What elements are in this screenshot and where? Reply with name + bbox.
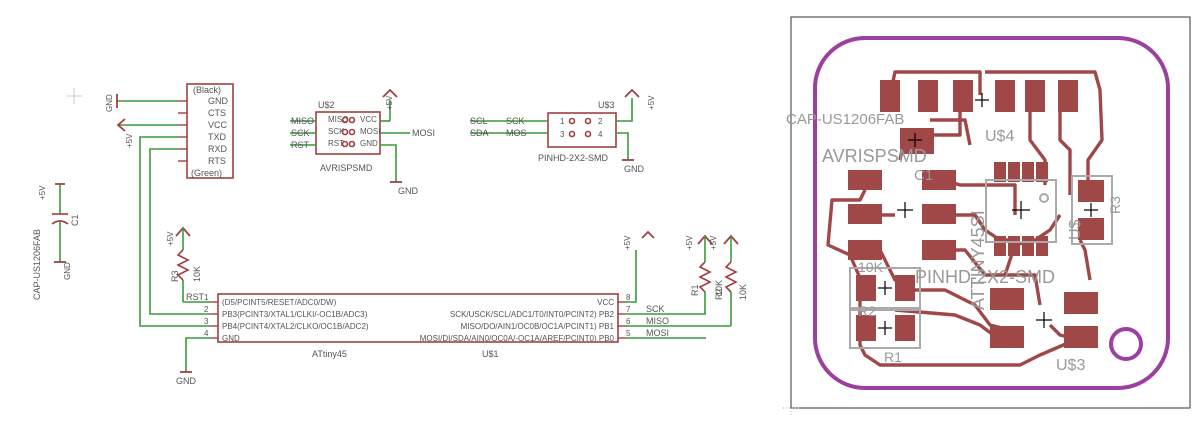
cap-name: C1 xyxy=(70,214,80,226)
svg-text:4: 4 xyxy=(204,329,209,338)
svg-text:SCK: SCK xyxy=(646,304,665,314)
svg-text:2: 2 xyxy=(204,305,209,314)
attiny-chip: 1 2 3 4 8 7 6 5 (D5/PCINT5/RESET/ADC0/DW… xyxy=(176,230,706,386)
attiny-name: U$1 xyxy=(482,349,499,359)
r2-name: R2 xyxy=(714,288,724,300)
pinhd-name: U$3 xyxy=(598,100,615,110)
ftdi-pin-txd: TXD xyxy=(208,132,227,142)
svg-text:+5V: +5V xyxy=(685,235,694,250)
svg-text:+5V: +5V xyxy=(125,133,134,148)
svg-text:+5V: +5V xyxy=(647,95,656,110)
svg-text:MISO: MISO xyxy=(328,115,348,124)
svg-text:4: 4 xyxy=(598,130,603,139)
svg-text:(D5/PCINT5/RESET/ADC0/DW): (D5/PCINT5/RESET/ADC0/DW) xyxy=(222,298,337,307)
svg-text:MISO: MISO xyxy=(291,116,314,126)
resistor-r1: +5V R1 10K xyxy=(685,234,724,314)
ftdi-pin-gnd: GND xyxy=(208,96,229,106)
svg-text:+5V: +5V xyxy=(38,185,47,200)
svg-text:3: 3 xyxy=(560,130,565,139)
board-label-cap: CAP-US1206FAB xyxy=(786,111,904,128)
avrisp-name: U$2 xyxy=(318,100,335,110)
pinhd-label: PINHD-2X2-SMD xyxy=(538,153,609,163)
ftdi-wires: GND +5V xyxy=(105,94,210,327)
svg-text:8: 8 xyxy=(626,293,631,302)
board-label-r2-val: 10K xyxy=(858,259,884,275)
avrisp-header: U$2 MISO SCK RST VCC MOSI GND AVRISPSMD … xyxy=(290,88,435,196)
svg-text:MOS: MOS xyxy=(506,128,527,138)
ftdi-pin-rxd: RXD xyxy=(208,144,228,154)
board-label-r1: R1 xyxy=(884,349,902,365)
svg-text:VCC: VCC xyxy=(360,115,377,124)
board-label-usn: U$ xyxy=(1067,219,1084,240)
r3-value: 10K xyxy=(192,266,202,282)
ftdi-pin-rts: RTS xyxy=(208,156,226,166)
ftdi-pin-cts: CTS xyxy=(208,108,226,118)
svg-text:SCK: SCK xyxy=(291,128,310,138)
ftdi-top-label: (Black) xyxy=(193,85,221,95)
svg-text:RST: RST xyxy=(291,140,310,150)
svg-text:GND: GND xyxy=(624,164,645,174)
svg-text:2: 2 xyxy=(598,117,603,126)
svg-text:MOSI: MOSI xyxy=(412,128,435,138)
resistor-r2: +5V R2 10K xyxy=(706,234,748,327)
pcb-board: CAP-US1206FAB U$4 AVRISPSMD C1 ATTINY45S… xyxy=(783,16,1191,416)
svg-text:MOSI/DI/SDA/AIN0/OC0A/-OC1A/AR: MOSI/DI/SDA/AIN0/OC0A/-OC1A/AREF/PCINT0)… xyxy=(420,334,615,343)
svg-text:MOSI: MOSI xyxy=(360,127,380,136)
svg-text:+5V: +5V xyxy=(709,235,718,250)
board-label-attiny: ATTINY45SI xyxy=(968,210,988,310)
svg-text:VCC: VCC xyxy=(597,298,614,307)
board-label-avrisp: AVRISPSMD xyxy=(822,146,927,166)
resistor-r3: +5V R3 10K RST xyxy=(166,226,210,303)
svg-text:3: 3 xyxy=(204,317,209,326)
svg-text:GND: GND xyxy=(105,94,114,112)
ftdi-header: (Black) (Green) GND CTS VCC TXD RXD RTS xyxy=(178,83,234,179)
attiny-label: ATtiny45 xyxy=(312,349,347,359)
svg-text:+5V: +5V xyxy=(166,231,175,246)
svg-text:RST: RST xyxy=(328,139,344,148)
board-label-r2: R2 xyxy=(858,303,876,319)
ftdi-pin-vcc: VCC xyxy=(208,120,228,130)
svg-text:1: 1 xyxy=(560,117,565,126)
svg-text:MOSI: MOSI xyxy=(646,328,669,338)
svg-text:SCK: SCK xyxy=(506,116,525,126)
svg-text:SCK: SCK xyxy=(328,127,345,136)
cap-value: CAP-US1206FAB xyxy=(32,229,42,300)
svg-text:GND: GND xyxy=(360,139,378,148)
svg-text:GND: GND xyxy=(222,334,240,343)
capacitor-c1: +5V CAP-US1206FAB C1 GND xyxy=(32,183,80,300)
board-label-pinhd: PINHD-2X2-SMD xyxy=(915,267,1055,287)
svg-text:1: 1 xyxy=(204,293,209,302)
svg-text:GND: GND xyxy=(63,262,72,280)
avrisp-label: AVRISPSMD xyxy=(320,163,373,173)
ftdi-bottom-label: (Green) xyxy=(191,168,222,178)
svg-text:SDA: SDA xyxy=(470,128,489,138)
r1-value: 10K xyxy=(714,280,724,296)
svg-text:GND: GND xyxy=(398,186,419,196)
mounting-hole xyxy=(1109,327,1143,361)
r2-value: 10K xyxy=(738,284,748,300)
r1-name: R1 xyxy=(690,284,700,296)
svg-text:GND: GND xyxy=(176,376,197,386)
svg-text:7: 7 xyxy=(626,305,631,314)
board-label-u3: U$3 xyxy=(1056,357,1085,374)
svg-text:+5V: +5V xyxy=(623,235,632,250)
r3-rst: RST xyxy=(186,292,205,302)
svg-text:6: 6 xyxy=(626,317,631,326)
origin-marker xyxy=(66,88,82,104)
board-label-c1: C1 xyxy=(914,167,933,184)
svg-text:MISO: MISO xyxy=(646,316,669,326)
svg-text:PB3(PCINT3/XTAL1/CLKI/-OC1B/AD: PB3(PCINT3/XTAL1/CLKI/-OC1B/ADC3) xyxy=(222,310,368,319)
svg-text:PB4(PCINT4/XTAL2/CLKO/OC1B/ADC: PB4(PCINT4/XTAL2/CLKO/OC1B/ADC2) xyxy=(222,322,369,331)
r3-name: R3 xyxy=(170,270,180,282)
svg-text:5: 5 xyxy=(626,329,631,338)
svg-text:SCK/USCK/SCL/ADC1/T0/INT0/PCIN: SCK/USCK/SCL/ADC1/T0/INT0/PCINT2) PB2 xyxy=(450,310,615,319)
board-label-r3: R3 xyxy=(1107,196,1123,214)
svg-text:SCL: SCL xyxy=(470,116,488,126)
svg-text:+5V: +5V xyxy=(385,95,394,110)
svg-text:MISO/DO/AIN1/OC0B/OC1A/PCINT1): MISO/DO/AIN1/OC0B/OC1A/PCINT1) PB1 xyxy=(461,322,615,331)
board-label-u4: U$4 xyxy=(985,128,1014,145)
board-outline xyxy=(813,36,1170,390)
